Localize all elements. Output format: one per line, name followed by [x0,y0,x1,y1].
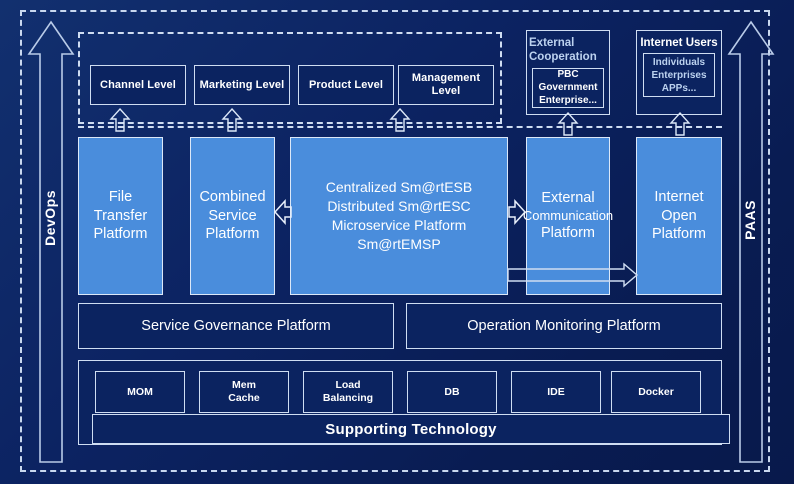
internet-users-title: Internet Users [640,37,718,49]
core-to-internet-open-long-arrow-icon [507,262,639,288]
platform-file-transfer-line2: Transfer [93,207,148,224]
business-level-product[interactable]: Product Level [298,65,394,105]
supporting-technology-banner: Supporting Technology [92,414,730,444]
platform-internet-open-line1: Internet [654,188,704,205]
external-cooperation-inner-box: PBC Government Enterprise... [532,67,604,108]
platform-file-transfer-line3: Platform [93,226,148,243]
platform-external-communication[interactable]: External Communication Platform [522,137,614,295]
external-cooperation-title: External Cooperation [529,37,597,64]
platform-internet-open[interactable]: Internet Open Platform [636,137,722,295]
outer-dashed-frame [20,10,770,472]
service-governance-platform[interactable]: Service Governance Platform [78,303,394,349]
business-level-marketing[interactable]: Marketing Level [194,65,290,105]
platform-internet-open-line2: Open [661,207,697,224]
internet-users-up-arrow-icon [669,111,691,136]
core-to-combined-left-arrow-icon [273,199,292,225]
tech-item-load-balancing-line1: Load [335,379,361,392]
tech-item-db[interactable]: DB [407,371,497,413]
platform-external-communication-line2: Communication [522,207,614,223]
platform-file-transfer-line1: File [108,188,133,205]
paas-rail-label: PAAS [742,200,758,240]
tech-item-mom[interactable]: MOM [95,371,185,413]
devops-rail-label: DevOps [42,190,58,246]
tech-item-load-balancing-line2: Balancing [322,392,374,404]
core-platform-up-arrow-icon [389,107,411,132]
platform-core-line3: Microservice Platform Sm@rtEMSP [331,217,467,252]
internet-users-group[interactable]: Internet Users Individuals Enterprises A… [636,30,722,115]
file-transfer-up-arrow-icon [109,107,131,132]
levels-platform-dashed-separator [78,126,722,128]
tech-item-mem-cache[interactable]: Mem Cache [199,371,289,413]
platform-combined-service[interactable]: Combined Service Platform [190,137,275,295]
tech-item-mem-cache-line1: Mem [232,379,256,392]
tech-item-docker[interactable]: Docker [611,371,701,413]
platform-external-communication-line1: External [541,189,595,206]
tech-item-ide[interactable]: IDE [511,371,601,413]
platform-external-communication-line3: Platform [541,225,595,242]
platform-core-line1: Centralized Sm@rtESB [325,179,473,196]
paas-up-arrow-icon [727,20,775,463]
platform-internet-open-line3: Platform [652,226,706,243]
external-cooperation-group[interactable]: External Cooperation PBC Government Ente… [526,30,610,115]
platform-combined-service-line2: Service [208,207,257,224]
devops-up-arrow-icon [27,20,75,463]
business-level-channel[interactable]: Channel Level [90,65,186,105]
operation-monitoring-platform[interactable]: Operation Monitoring Platform [406,303,722,349]
platform-combined-service-line1: Combined [199,188,266,205]
external-cooperation-up-arrow-icon [557,111,579,136]
internet-users-inner-box: Individuals Enterprises APPs... [643,53,715,98]
platform-file-transfer[interactable]: File Transfer Platform [78,137,163,295]
core-to-external-right-arrow-icon [508,199,527,225]
platform-core-esb[interactable]: Centralized Sm@rtESB Distributed Sm@rtES… [290,137,508,295]
platform-core-line2: Distributed Sm@rtESC [327,198,471,215]
platform-combined-service-line3: Platform [205,226,260,243]
tech-item-mem-cache-line2: Cache [228,392,260,404]
business-levels-group [78,32,502,124]
business-level-management[interactable]: Management Level [398,65,494,105]
combined-service-up-arrow-icon [221,107,243,132]
tech-item-load-balancing[interactable]: Load Balancing [303,371,393,413]
